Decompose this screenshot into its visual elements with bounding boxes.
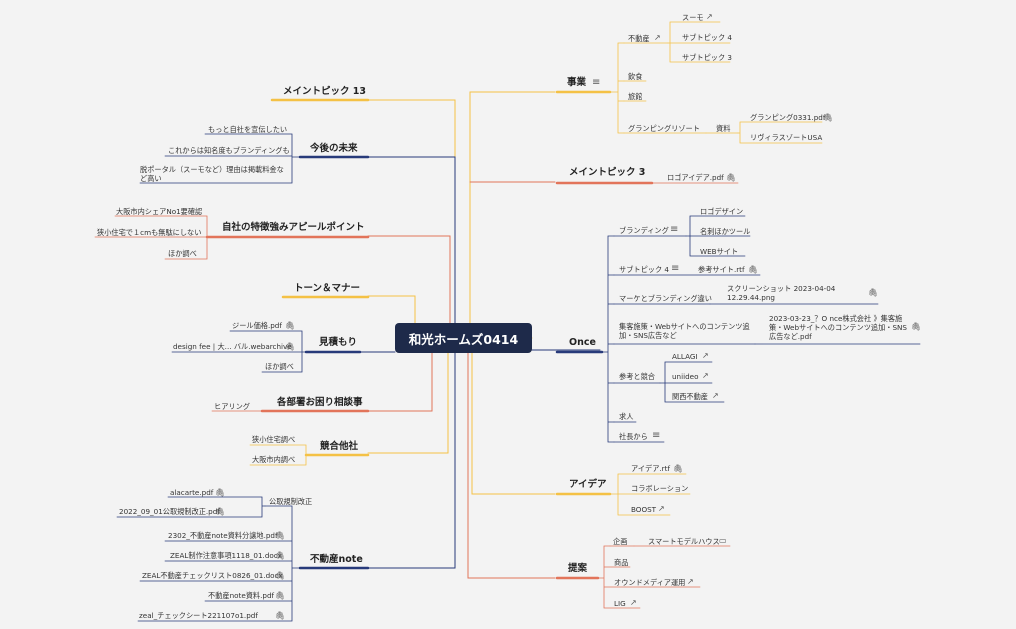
notes-icon: ≡ xyxy=(671,263,680,274)
jigyo-item-ryokan[interactable]: 旅館 xyxy=(628,92,643,101)
attachment-icon: 🖇 xyxy=(911,322,922,331)
competitors-item-1[interactable]: 狭小住宅調べ xyxy=(252,435,296,444)
attachment-icon: 🖇 xyxy=(275,531,286,540)
logo-idea-file[interactable]: ロゴアイデア.pdf xyxy=(667,173,724,182)
attachment-icon: 🖇 xyxy=(275,571,286,580)
branding-item-2[interactable]: 名刺ほかツール xyxy=(700,227,751,236)
branding-label[interactable]: ブランディング xyxy=(619,226,669,235)
note-file-4[interactable]: ZEAL制作注意事項1118_01.docx xyxy=(170,551,282,560)
note-file-7[interactable]: zeal_チェックシート221107o1.pdf xyxy=(139,611,258,620)
glamping-item-2[interactable]: リヴィラスゾートUSA xyxy=(750,133,823,142)
fudosan-item-2[interactable]: サブトピック 4 xyxy=(682,33,732,42)
future-item-2[interactable]: これからは知名度もブランディングも xyxy=(168,146,290,155)
attachment-icon: 🖇 xyxy=(868,288,879,297)
note-file-5[interactable]: ZEAL不動産チェックリスト0826_01.docx xyxy=(142,571,283,580)
main-topic-idea[interactable]: アイデア xyxy=(569,479,607,490)
note-icon: ▭ xyxy=(719,536,727,545)
idea-item-boost[interactable]: BOOST xyxy=(631,505,657,514)
note-file-3[interactable]: 2302_不動産note資料分譲地.pdf xyxy=(168,531,278,540)
attachment-icon: 🖇 xyxy=(275,551,286,560)
strengths-item-2[interactable]: 狭小住宅で１cmも無駄にしない xyxy=(97,228,202,237)
notes-icon: ≡ xyxy=(670,224,679,235)
external-link-icon: ↗ xyxy=(687,577,694,586)
attachment-icon: 🖇 xyxy=(823,113,834,122)
note-file-6[interactable]: 不動産note資料.pdf xyxy=(208,591,275,600)
attachment-icon: 🖇 xyxy=(285,321,296,330)
sanko-item-2[interactable]: uniideo xyxy=(672,372,699,381)
teian-item-shohin[interactable]: 商品 xyxy=(614,558,629,567)
attachment-icon: 🖇 xyxy=(748,265,759,274)
fudosan-label[interactable]: 不動産 xyxy=(628,34,650,43)
glamping-label[interactable]: グランピングリゾート xyxy=(628,124,700,133)
main-topic-teian[interactable]: 提案 xyxy=(568,563,588,574)
teian-item-lig[interactable]: LIG xyxy=(614,599,626,608)
attachment-icon: 🖇 xyxy=(215,488,226,497)
attachment-icon: 🖇 xyxy=(275,591,286,600)
sanko-item-3[interactable]: 関西不動産 xyxy=(672,392,708,401)
shukyaku-file[interactable]: 2023-03-23_？O nce株式会社 》集客施策・Webサイトへのコンテン… xyxy=(769,314,907,341)
main-topic-3[interactable]: メイントピック 3 xyxy=(569,167,646,178)
main-topic-consult[interactable]: 各部署お困り相談事 xyxy=(277,397,363,408)
estimate-item-2[interactable]: design fee | 大... バル.webarchive xyxy=(173,342,292,351)
external-link-icon: ↗ xyxy=(702,351,709,360)
main-topic-tone[interactable]: トーン＆マナー xyxy=(294,283,361,294)
kikaku-item[interactable]: スマートモデルハウス xyxy=(648,537,720,546)
external-link-icon: ↗ xyxy=(706,12,713,21)
notes-icon: ≡ xyxy=(652,430,661,441)
kosei-label[interactable]: 公取規制改正 xyxy=(269,497,313,506)
external-link-icon: ↗ xyxy=(712,391,719,400)
main-topic-13[interactable]: メイントピック 13 xyxy=(283,86,367,97)
external-link-icon: ↗ xyxy=(658,504,665,513)
glamping-file[interactable]: グランピング0331.pdf xyxy=(750,113,826,122)
estimate-item-1[interactable]: ジール価格.pdf xyxy=(232,321,282,330)
kyujin-label[interactable]: 求人 xyxy=(619,412,634,421)
future-item-1[interactable]: もっと自社を宣伝したい xyxy=(208,125,288,134)
sub4-file[interactable]: 参考サイト.rtf xyxy=(698,265,745,274)
main-topic-once[interactable]: Once xyxy=(569,337,596,348)
fudosan-item-1[interactable]: スーモ xyxy=(682,13,704,22)
main-topic-strengths[interactable]: 自社の特徴強みアピールポイント xyxy=(222,222,365,233)
main-topic-competitors[interactable]: 競合他社 xyxy=(320,441,359,452)
attachment-icon: 🖇 xyxy=(285,342,296,351)
external-link-icon: ↗ xyxy=(654,33,661,42)
attachment-icon: 🖇 xyxy=(673,464,684,473)
main-topic-fudosan-note[interactable]: 不動産note xyxy=(310,554,363,565)
fudosan-item-3[interactable]: サブトピック 3 xyxy=(682,53,732,62)
attachment-icon: 🖇 xyxy=(215,507,226,516)
attachment-icon: 🖇 xyxy=(275,611,286,620)
note-file-1[interactable]: alacarte.pdf xyxy=(170,488,214,497)
note-file-2[interactable]: 2022_09_01公取規制改正.pdf xyxy=(119,507,220,516)
notes-icon: ≡ xyxy=(592,77,601,88)
teian-item-owned-media[interactable]: オウンドメディア運用 xyxy=(614,578,686,587)
strengths-item-1[interactable]: 大阪市内シェアNo1要確認 xyxy=(116,207,203,216)
main-topic-estimate[interactable]: 見積もり xyxy=(319,337,358,348)
main-topic-jigyo[interactable]: 事業 xyxy=(567,77,587,88)
center-topic[interactable]: 和光ホームズ0414 xyxy=(395,323,532,353)
sub4-label[interactable]: サブトピック 4 xyxy=(619,265,669,274)
external-link-icon: ↗ xyxy=(630,598,637,607)
estimate-item-3[interactable]: ほか調べ xyxy=(265,362,294,371)
marke-label[interactable]: マーケとブランディング違い xyxy=(619,294,712,303)
idea-file[interactable]: アイデア.rtf xyxy=(631,464,670,473)
future-item-3[interactable]: 脱ポータル（スーモなど）理由は掲載料金など高い xyxy=(140,165,284,183)
consult-item-1[interactable]: ヒアリング xyxy=(214,402,250,411)
idea-item-collab[interactable]: コラボレーション xyxy=(631,484,689,493)
kikaku-label[interactable]: 企画 xyxy=(613,537,628,546)
shacho-label[interactable]: 社長から xyxy=(619,432,648,441)
branding-item-3[interactable]: WEBサイト xyxy=(700,247,739,256)
sanko-label[interactable]: 参考と競合 xyxy=(619,372,655,381)
marke-file[interactable]: スクリーンショット 2023-04-04 12.29.44.png xyxy=(727,284,836,302)
jigyo-item-inshoku[interactable]: 飲食 xyxy=(628,72,643,81)
shukyaku-label[interactable]: 集客施策・Webサイトへのコンテンツ追加・SNS広告など xyxy=(619,322,750,340)
branding-item-1[interactable]: ロゴデザイン xyxy=(700,207,744,216)
external-link-icon: ↗ xyxy=(702,371,709,380)
shiryo-label[interactable]: 資料 xyxy=(716,124,731,133)
attachment-icon: 🖇 xyxy=(726,173,737,182)
sanko-item-1[interactable]: ALLAGI xyxy=(672,352,698,361)
main-topic-future[interactable]: 今後の未来 xyxy=(310,143,358,154)
competitors-item-2[interactable]: 大阪市内調べ xyxy=(252,455,296,464)
strengths-item-3[interactable]: ほか調べ xyxy=(168,249,197,258)
